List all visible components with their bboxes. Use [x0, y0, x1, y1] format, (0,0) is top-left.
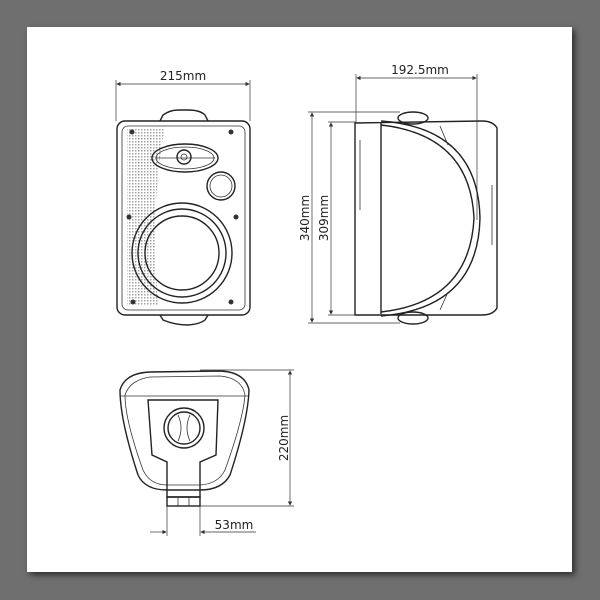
dim-front-width: 215mm — [160, 69, 206, 83]
dim-bracket-depth: 220mm — [277, 415, 291, 461]
drawing-sheet — [27, 27, 572, 572]
dim-body-height: 309mm — [317, 195, 331, 241]
side-view: 192.5mm 340mm 309mm — [298, 63, 498, 325]
dim-overall-height: 340mm — [298, 195, 312, 241]
front-view: 215mm — [115, 69, 251, 326]
dim-bracket-width: 53mm — [215, 518, 254, 532]
bottom-view: 220mm 53mm — [119, 369, 294, 536]
dim-side-depth: 192.5mm — [391, 63, 449, 77]
